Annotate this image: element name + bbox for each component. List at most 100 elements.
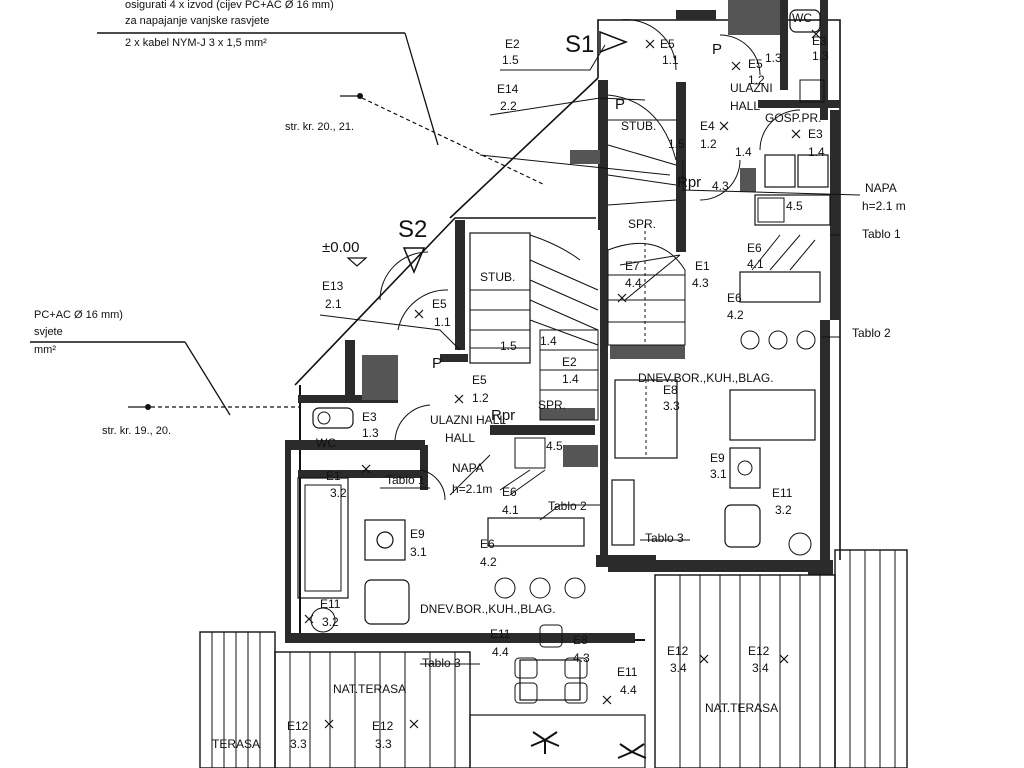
dining-table-left (519, 659, 581, 701)
doors (379, 19, 801, 501)
circuit-number: 2.2 (500, 99, 517, 113)
bar-stool-6 (796, 330, 816, 350)
left-note-line3: mm² (34, 344, 56, 356)
circuit-number: 3.1 (410, 545, 427, 559)
circuit-number: 3.1 (710, 467, 727, 481)
armchair-right (724, 504, 761, 548)
room-hall-right: HALL (730, 99, 760, 113)
light-fitting-left (376, 531, 394, 549)
circuit-code: E12 (667, 644, 689, 658)
wc-east-wall (420, 445, 428, 490)
palm-plant-1 (530, 731, 560, 754)
num-right-1-4: 1.4 (735, 145, 752, 159)
circuit-number: 2.1 (325, 297, 342, 311)
circuit-number: 3.4 (752, 661, 769, 675)
light-cross (779, 654, 789, 664)
circuit-number: 1.2 (748, 73, 765, 87)
plant-right (788, 532, 812, 556)
tablo2-right: Tablo 2 (852, 326, 891, 340)
circuit-number: 3.3 (290, 737, 307, 751)
light-cross (414, 309, 424, 319)
p-right-stair: P (615, 96, 625, 113)
door-arc-wc-right (719, 34, 761, 76)
left-note-line2: svjete (34, 326, 63, 338)
coffee-table-right (729, 447, 761, 489)
tablo3-right: Tablo 3 (645, 531, 684, 545)
light-cross (617, 293, 627, 303)
appliance-2 (797, 154, 829, 188)
circuit-code: E8 (663, 383, 678, 397)
room-spr-right: SPR. (628, 217, 656, 231)
light-cross (699, 654, 709, 664)
circuit-number: 3.4 (670, 661, 687, 675)
circuit-code: E12 (372, 719, 394, 733)
num-left-stair-1-5: 1.5 (500, 339, 517, 353)
level-triangle (346, 257, 368, 267)
bar-stool-3 (564, 577, 586, 599)
rpr-left: Rpr (491, 407, 515, 424)
p-right-hall: P (712, 41, 722, 58)
party-wall (600, 220, 608, 565)
light-cross (361, 464, 371, 474)
kitchen-north-wall (490, 425, 595, 435)
living-north-wall (298, 470, 428, 478)
napa-right: NAPA (865, 181, 897, 195)
north-stair-hatch (728, 0, 783, 35)
hall-stair-hatch (362, 355, 398, 400)
left-exterior-wall (285, 440, 291, 640)
circuit-number: 3.2 (322, 615, 339, 629)
ref-dot-top (357, 93, 363, 99)
kitchen-stair-hatch (563, 445, 598, 467)
left-annotation: PC+AC Ø 16 mm) svjete mm² str. kr. 19., … (30, 309, 300, 437)
door-arc-hall-right (699, 159, 741, 201)
circuit-code: E12 (287, 719, 309, 733)
room-spr-left: SPR. (538, 398, 566, 412)
circuit-number: 1.3 (362, 426, 379, 440)
circuit-code: E6 (480, 537, 495, 551)
ref-dot-left (145, 404, 151, 410)
num-right-1-3: 1.3 (765, 51, 782, 65)
circuit-code: E14 (497, 82, 519, 96)
landing-hatch (540, 408, 595, 420)
circuit-number: 3.3 (375, 737, 392, 751)
left-note-line1: PC+AC Ø 16 mm) (34, 309, 123, 321)
light-cross (811, 29, 821, 39)
circuit-number: 3.2 (775, 503, 792, 517)
light-cross (731, 61, 741, 71)
room-wc-left: WC (316, 436, 336, 450)
section-arrow-s1 (599, 30, 629, 54)
nat-terasa-left (274, 651, 471, 768)
hall-partition (440, 354, 468, 362)
tablo2-left: Tablo 2 (548, 499, 587, 513)
light-cross (645, 39, 655, 49)
circuit-code: E5 (472, 373, 487, 387)
circuit-code: E6 (727, 291, 742, 305)
wc-right-west-wall (780, 0, 788, 90)
room-dnev-right: DNEV.BOR.,KUH.,BLAG. (638, 371, 774, 385)
num-right-4-5: 4.5 (786, 199, 803, 213)
num-left-4-5: 4.5 (546, 439, 563, 453)
north-wall-stub (676, 10, 716, 20)
room-labels: WC ULAZNI HALL HALL STUB. SPR. DNEV.BOR.… (212, 11, 821, 751)
terraces (199, 549, 908, 768)
stair-step-block (570, 150, 600, 164)
bar-stool-4 (740, 330, 760, 350)
east-exterior-wall (830, 110, 840, 320)
circuit-code: E11 (617, 665, 638, 679)
coffee-table-left (364, 519, 406, 561)
winder-steps-left (529, 234, 599, 346)
circuit-code: E9 (410, 527, 425, 541)
palm-plant-2 (617, 743, 647, 759)
room-stub-left: STUB. (480, 270, 515, 284)
circuit-number: 1.2 (472, 391, 489, 405)
light-cross (324, 719, 334, 729)
wc-right-east-wall (820, 0, 828, 120)
circuit-number: 1.3 (812, 49, 829, 63)
kitchen-island-right (739, 271, 821, 303)
circuit-number: 1.1 (662, 53, 679, 67)
stair-run-left (469, 232, 531, 364)
circuit-labels: E2 1.5 E14 2.2 E5 1.1 E5 1.2 E3 1.3 E4 1… (287, 34, 829, 751)
circuit-code: E11 (490, 627, 511, 641)
circuit-number: 4.3 (573, 651, 590, 665)
